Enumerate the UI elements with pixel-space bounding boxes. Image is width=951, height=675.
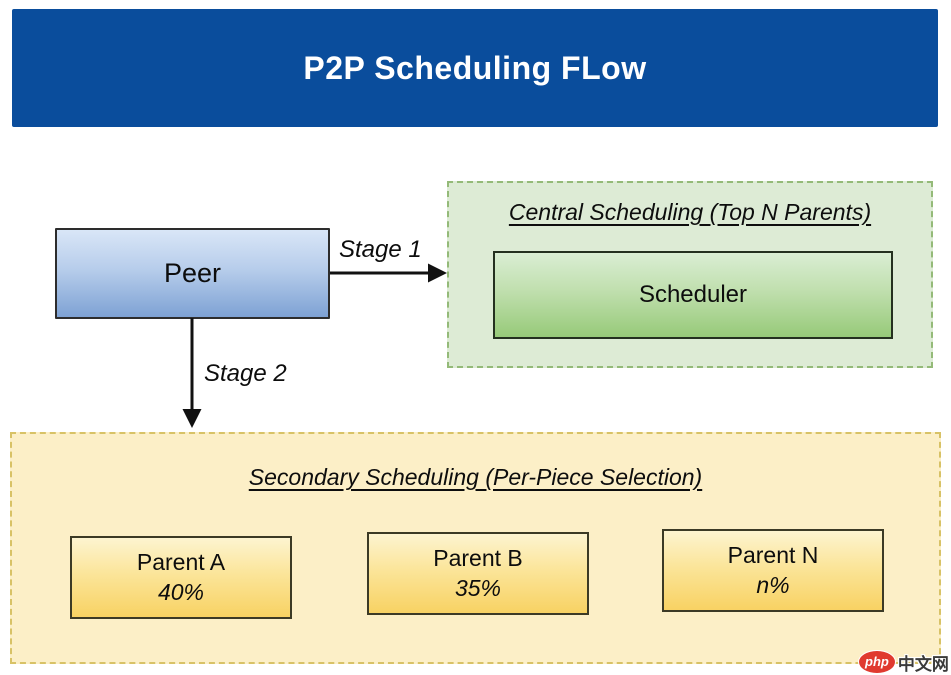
title-banner: P2P Scheduling FLow — [12, 9, 938, 127]
parent-n-share: n% — [756, 571, 790, 598]
watermark-site-text: 中文网 — [897, 654, 949, 674]
parent-a-name: Parent A — [136, 548, 226, 575]
scheduler-node: Scheduler — [493, 251, 893, 339]
stage2-arrow — [182, 318, 202, 428]
parent-b-name: Parent B — [433, 544, 523, 571]
stage2-label: Stage 2 — [204, 360, 287, 387]
parent-n-name: Parent N — [727, 541, 819, 568]
parent-a-share: 40% — [157, 578, 205, 605]
page-title: P2P Scheduling FLow — [303, 49, 647, 86]
central-scheduling-title: Central Scheduling (Top N Parents) — [508, 199, 872, 225]
parent-b-share: 35% — [454, 574, 502, 601]
stage1-arrow — [330, 263, 447, 283]
central-scheduling-container: Central Scheduling (Top N Parents) Sched… — [447, 181, 933, 368]
peer-label: Peer — [163, 258, 222, 288]
peer-node: Peer — [55, 228, 330, 319]
secondary-scheduling-title: Secondary Scheduling (Per-Piece Selectio… — [248, 464, 703, 490]
secondary-scheduling-container: Secondary Scheduling (Per-Piece Selectio… — [10, 432, 941, 664]
parent-a-node: Parent A 40% — [70, 536, 292, 619]
scheduler-label: Scheduler — [638, 281, 748, 308]
stage1-label: Stage 1 — [339, 236, 422, 263]
parent-b-node: Parent B 35% — [367, 532, 589, 615]
watermark: php 中文网 — [858, 649, 949, 675]
parent-n-node: Parent N n% — [662, 529, 884, 612]
php-logo-icon: php — [858, 650, 896, 674]
